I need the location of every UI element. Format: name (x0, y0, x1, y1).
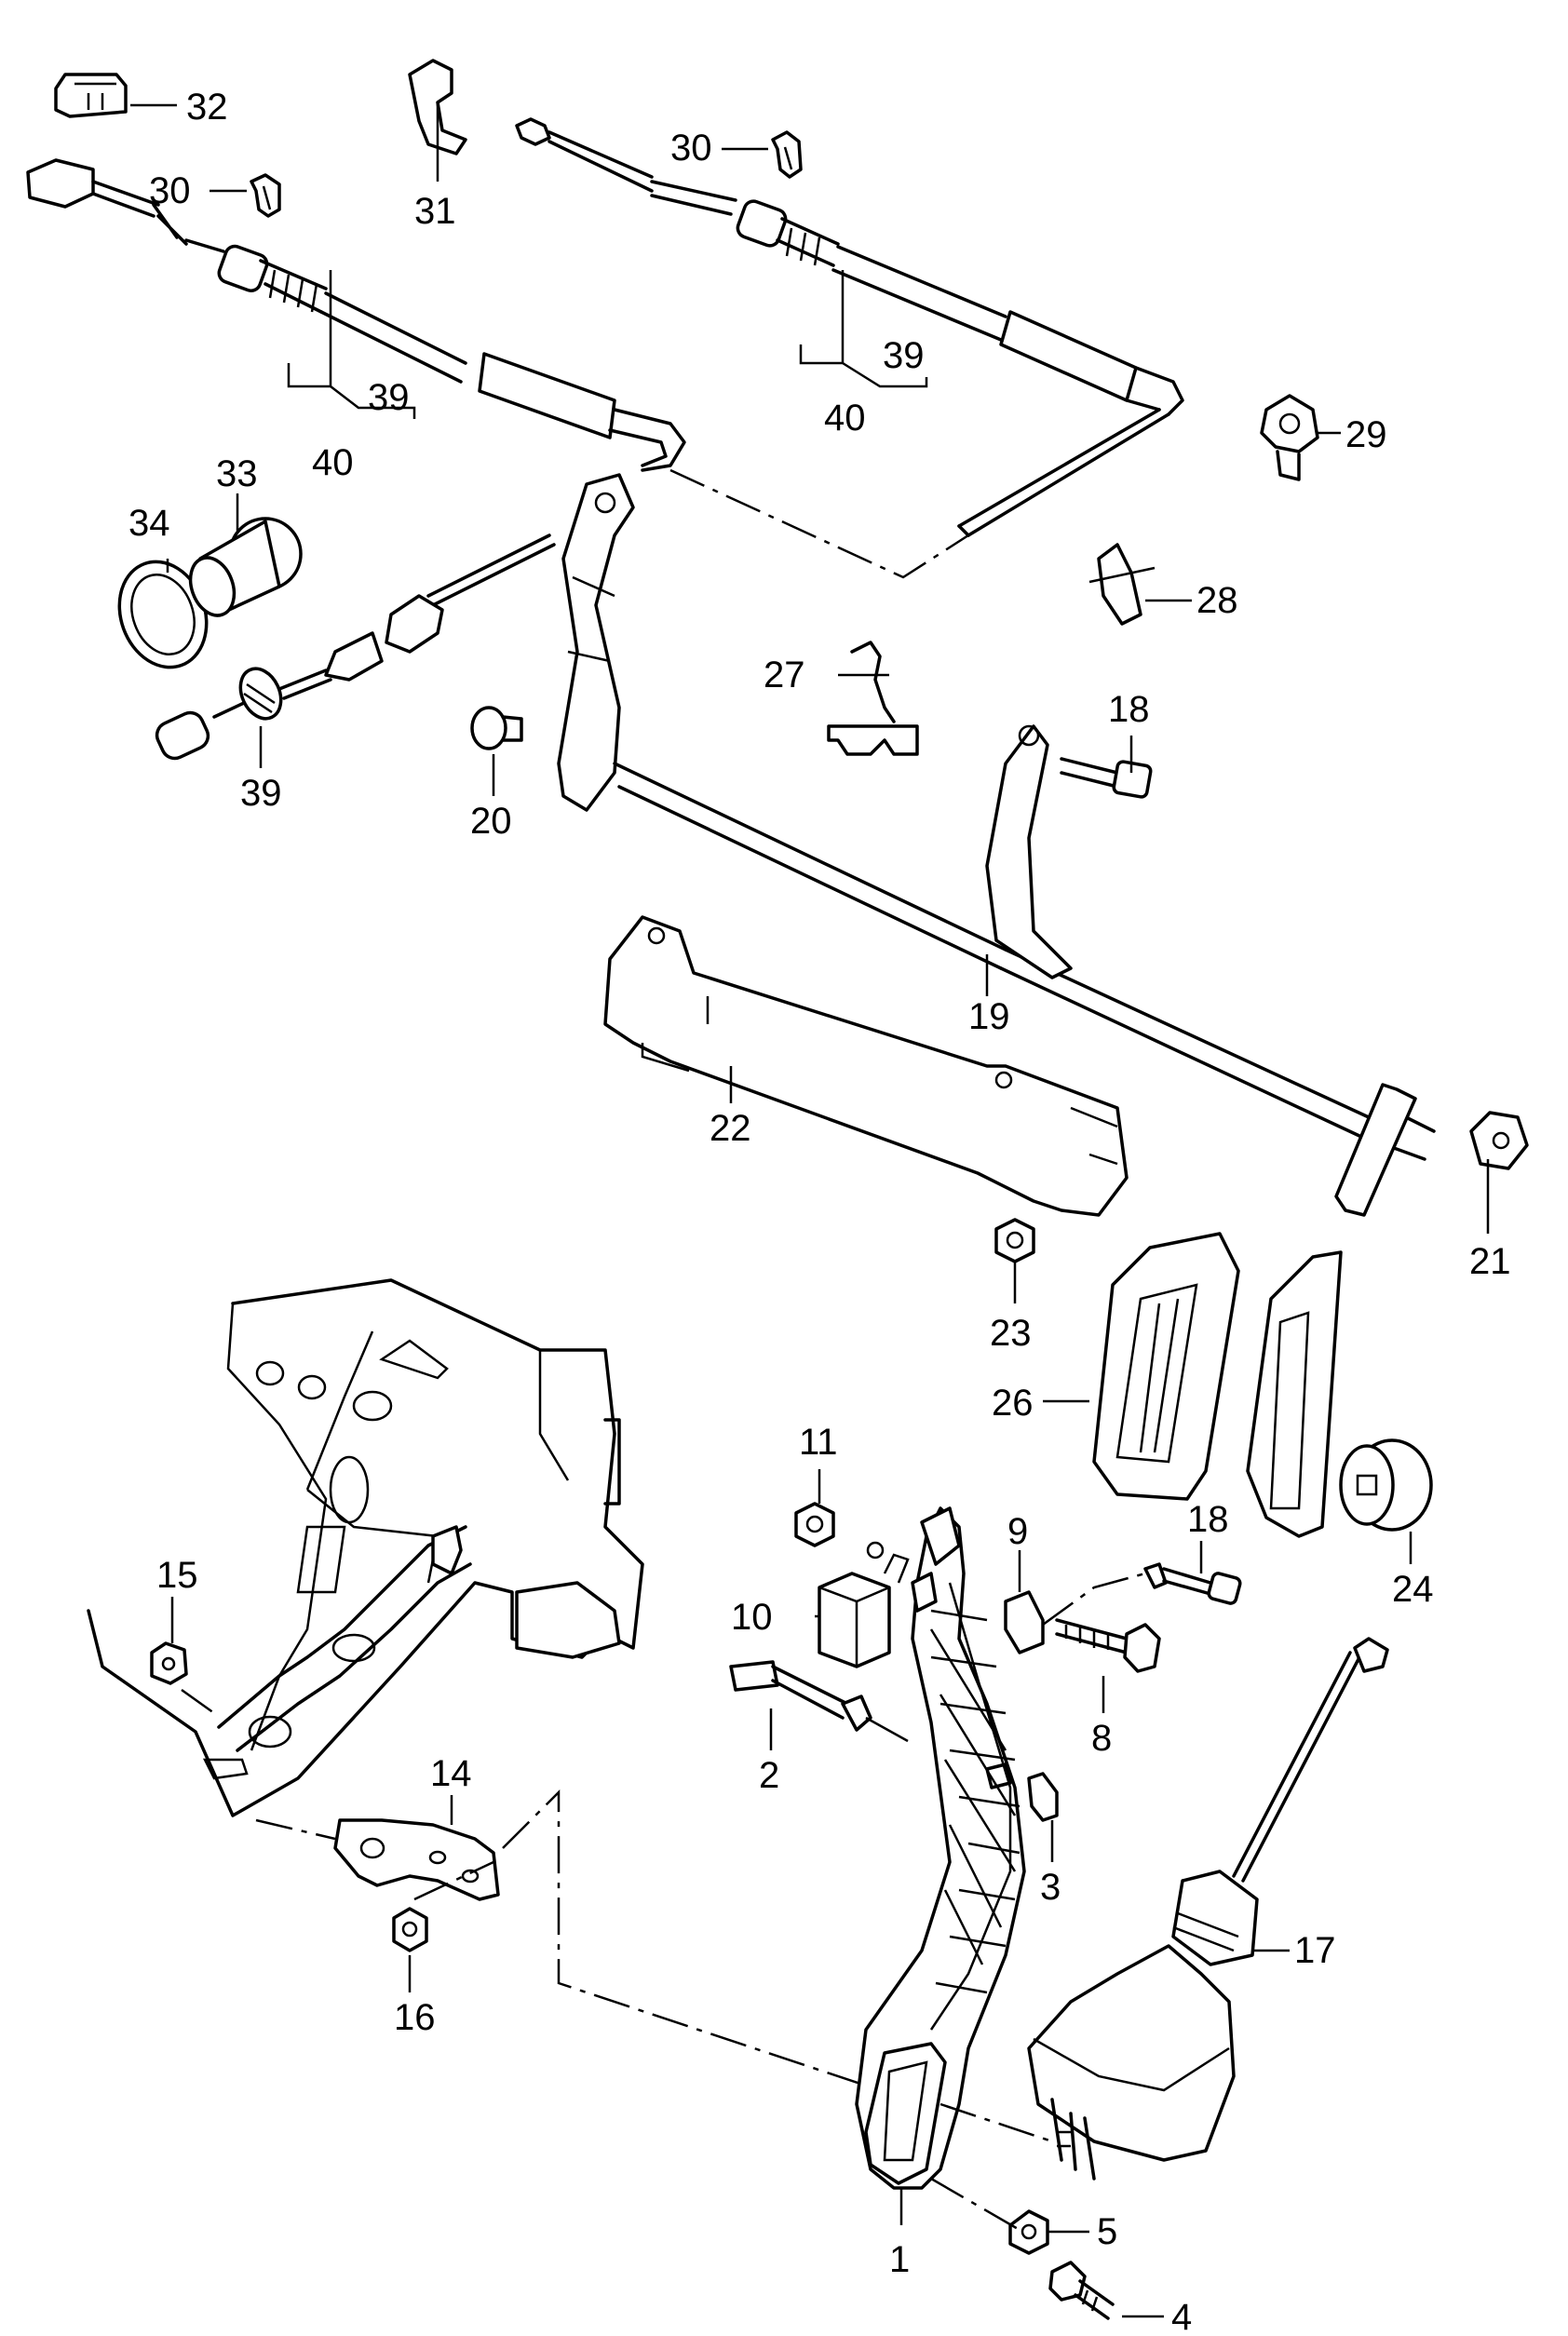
part-5-nut (1008, 2209, 1049, 2255)
callout-39c: 39 (240, 773, 282, 814)
callout-34: 34 (128, 503, 170, 544)
pedal-arm-upper (1246, 1250, 1343, 1538)
part-8-bolt (1055, 1618, 1161, 1673)
callout-32: 32 (186, 87, 228, 128)
lower-cable-adjuster (155, 533, 556, 761)
callout-18b: 18 (1187, 1499, 1229, 1540)
part-9-spacer (1004, 1590, 1045, 1654)
part-31-bracket (408, 59, 467, 155)
part-29-grommet (1260, 394, 1319, 481)
callout-9: 9 (1007, 1511, 1028, 1552)
callout-5: 5 (1097, 2211, 1117, 2252)
callout-18a: 18 (1108, 689, 1150, 730)
callout-21: 21 (1469, 1241, 1511, 1282)
callout-30a: 30 (149, 170, 191, 211)
part-3-clip (985, 1762, 1059, 1822)
callout-labels: 1234589101114151617181819202122232426272… (128, 87, 1511, 2336)
part-15-nut (150, 1641, 188, 1685)
callout-17: 17 (1294, 1930, 1336, 1971)
callout-39b: 39 (883, 335, 925, 376)
callout-28: 28 (1196, 580, 1238, 621)
callout-23: 23 (990, 1313, 1032, 1354)
callout-11: 11 (799, 1422, 838, 1463)
callout-39a: 39 (368, 377, 410, 418)
part-16-nut (392, 1907, 428, 1952)
part-1-pedal-lever (855, 1506, 1026, 2190)
part-24-bushing (1339, 1438, 1433, 1532)
part-27-double-clip (827, 641, 919, 756)
callout-10: 10 (731, 1597, 773, 1638)
part-26-pedal-pad (1092, 1232, 1240, 1501)
connection-line-actuator (930, 2102, 1053, 2232)
part-10-switch (818, 1553, 910, 1668)
callout-22: 22 (710, 1108, 751, 1149)
callout-15: 15 (156, 1555, 198, 1596)
connection-line-bolts (1042, 1572, 1146, 1627)
callout-20: 20 (470, 801, 512, 842)
callout-29: 29 (1345, 414, 1387, 455)
callout-40a: 40 (312, 442, 354, 483)
callout-1: 1 (889, 2239, 910, 2280)
connection-line-bracket (181, 1688, 895, 2097)
connection-line-cables (669, 468, 969, 579)
callout-27: 27 (764, 655, 805, 695)
callout-3: 3 (1040, 1867, 1061, 1908)
callout-8: 8 (1091, 1718, 1112, 1759)
part-34-ring (117, 560, 209, 669)
part-14-bracket (333, 1818, 500, 1901)
part-21-end-clip (1469, 1111, 1529, 1170)
right-cable-assembly (515, 117, 1184, 537)
part-20-pivot (470, 706, 523, 750)
callout-16: 16 (394, 1997, 436, 2038)
leader-lines (130, 102, 1490, 2318)
part-23-nut (994, 1218, 1035, 1263)
part-17-actuator (1027, 1637, 1389, 2181)
callout-30b: 30 (670, 128, 712, 169)
part-19-shaft (557, 473, 1436, 1217)
vehicle-body-structure (87, 1278, 644, 1817)
callout-19: 19 (968, 996, 1010, 1037)
part-18-bolt-upper (1060, 757, 1153, 799)
callout-14: 14 (430, 1753, 472, 1794)
part-11-nut (794, 1502, 835, 1547)
part-28-cable-tie (1088, 543, 1156, 626)
callout-4: 4 (1171, 2297, 1192, 2336)
part-30-clip-left (250, 173, 281, 218)
part-2-pivot-pin (729, 1660, 909, 1743)
callout-24: 24 (1392, 1569, 1434, 1610)
part-32-clip (54, 73, 128, 118)
part-30-clip-right (771, 130, 803, 179)
part-18-bolt-lower (1143, 1562, 1242, 1605)
part-22-cover (603, 915, 1129, 1217)
part-33-bushing (188, 517, 303, 617)
part-4-screw (1048, 2261, 1115, 2320)
callout-31: 31 (414, 191, 456, 232)
callout-33: 33 (216, 453, 258, 494)
callout-2: 2 (759, 1755, 779, 1796)
callout-26: 26 (992, 1383, 1034, 1424)
left-cable-assembly (26, 158, 686, 472)
callout-40b: 40 (824, 398, 866, 439)
